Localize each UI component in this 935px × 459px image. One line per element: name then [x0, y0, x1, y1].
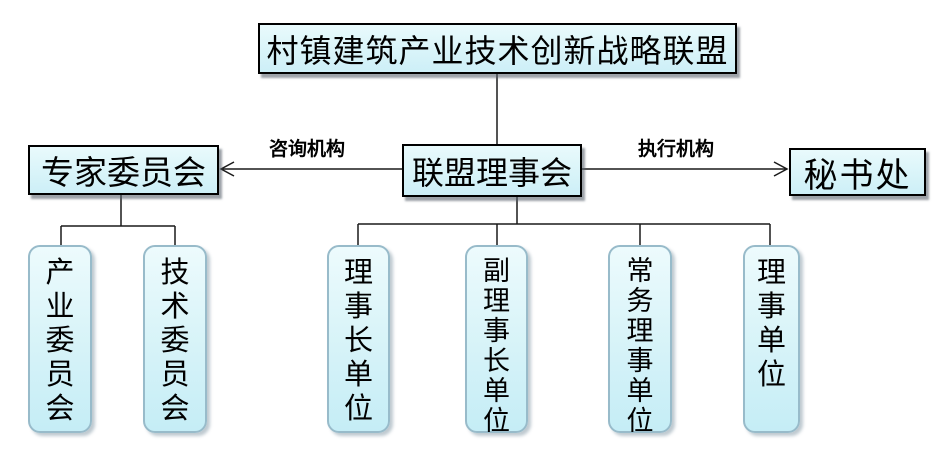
edge-council-children: [357, 197, 771, 245]
node-secretariat: 秘书处: [789, 148, 926, 196]
vertical-char: 位: [756, 359, 786, 391]
executive-body-label: 执行机构: [637, 139, 714, 160]
vertical-char: 位: [483, 406, 510, 436]
vertical-char: 技: [160, 257, 190, 289]
vertical-char: 理: [343, 257, 373, 289]
vertical-char: 单: [756, 325, 786, 357]
node-director-unit: 理事单位: [743, 245, 800, 433]
vertical-char: 位: [343, 393, 373, 425]
arrowhead-left-icon: [219, 161, 235, 177]
vertical-char: 长: [343, 325, 373, 357]
node-expert-committee: 专家委员会: [28, 145, 219, 195]
vertical-char: 事: [756, 291, 786, 323]
vertical-char: 员: [45, 359, 75, 391]
node-alliance-root: 村镇建筑产业技术创新战略联盟: [258, 23, 737, 74]
vertical-char: 副: [483, 256, 510, 286]
node-standing-director-unit: 常务理事单位: [608, 245, 672, 436]
advisory-body-label: 咨询机构: [268, 139, 345, 160]
vertical-char: 长: [483, 346, 510, 376]
vertical-char: 事: [483, 316, 510, 346]
vertical-char: 会: [45, 393, 75, 425]
vertical-char: 理: [626, 316, 654, 346]
node-vice-chairman-unit: 副理事长单位: [465, 245, 528, 436]
vertical-char: 单: [343, 359, 373, 391]
vertical-char: 务: [626, 286, 654, 316]
vertical-char: 委: [160, 325, 190, 357]
vertical-char: 理: [483, 286, 510, 316]
vertical-char: 术: [160, 291, 190, 323]
vertical-char: 产: [45, 257, 75, 289]
node-alliance-council: 联盟理事会: [402, 144, 582, 197]
arrowhead-right-icon: [773, 161, 789, 177]
vertical-char: 业: [45, 291, 75, 323]
node-chairman-unit: 理事长单位: [327, 245, 390, 433]
vertical-char: 委: [45, 325, 75, 357]
vertical-char: 单: [483, 376, 510, 406]
vertical-char: 常: [626, 256, 654, 286]
node-industry-committee: 产业委员会: [28, 245, 92, 433]
vertical-char: 会: [160, 393, 190, 425]
vertical-char: 单: [626, 376, 654, 406]
vertical-char: 位: [626, 406, 654, 436]
vertical-char: 员: [160, 359, 190, 391]
edge-expert-children: [60, 195, 176, 245]
node-technology-committee: 技术委员会: [143, 245, 207, 433]
vertical-char: 理: [756, 257, 786, 289]
vertical-char: 事: [343, 291, 373, 323]
vertical-char: 事: [626, 346, 654, 376]
